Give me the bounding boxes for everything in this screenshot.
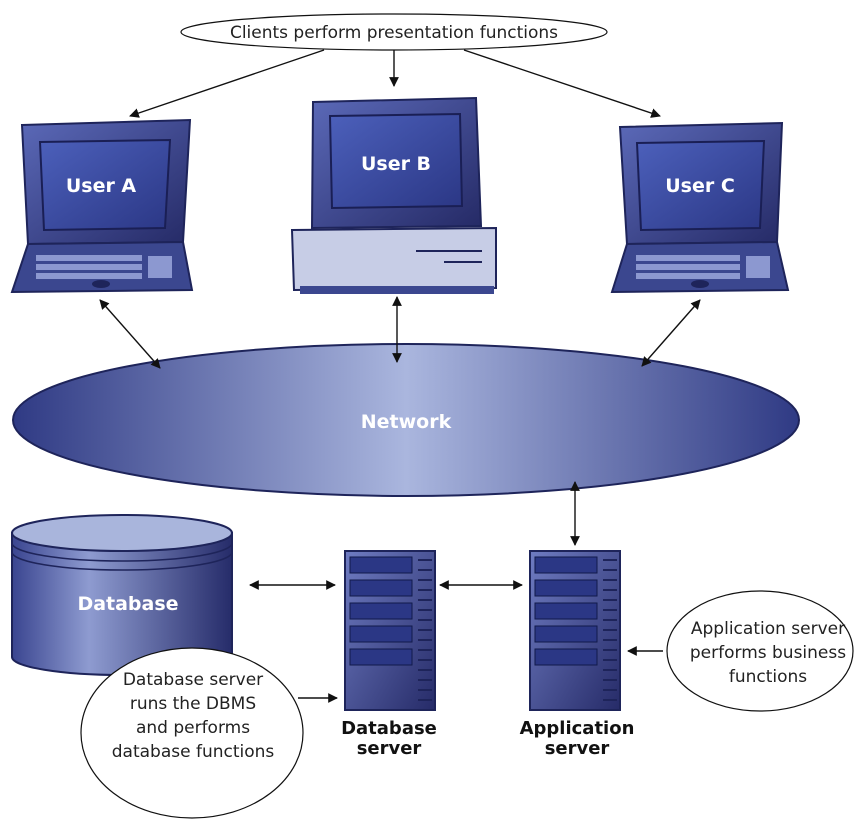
app-callout-line1: Application server	[691, 619, 845, 639]
laptop-user-a: User A	[10, 118, 194, 294]
callout-arrows	[129, 49, 661, 118]
user-b-label: User B	[361, 153, 431, 175]
network-cloud: Network	[12, 343, 800, 497]
db-callout-line3: and performs	[136, 718, 250, 738]
network-label: Network	[361, 411, 452, 433]
app-callout-line3: functions	[729, 667, 807, 687]
presentation-callout: Clients perform presentation functions	[180, 13, 608, 51]
db-callout-line4: database functions	[112, 742, 275, 762]
database-server-callout: Database server runs the DBMS and perfor…	[80, 647, 304, 819]
desktop-user-b: User B	[290, 96, 497, 294]
user-c-label: User C	[665, 175, 735, 197]
database-server-label-line2: server	[357, 738, 422, 759]
application-server-tower	[529, 550, 621, 711]
database-cylinder: Database	[11, 514, 233, 676]
laptop-user-c: User C	[610, 121, 790, 294]
presentation-callout-text: Clients perform presentation functions	[230, 23, 558, 43]
client-network-arrows	[99, 296, 701, 369]
user-a-label: User A	[66, 175, 137, 197]
application-server-label-line2: server	[545, 738, 610, 759]
db-callout-line2: runs the DBMS	[130, 694, 256, 714]
database-server-label-line1: Database	[341, 718, 437, 739]
application-server-callout: Application server performs business fun…	[666, 590, 854, 712]
database-label: Database	[77, 593, 178, 615]
database-server-tower	[344, 550, 436, 711]
app-callout-line2: performs business	[690, 643, 846, 663]
db-callout-line1: Database server	[123, 670, 263, 690]
server-arrows	[249, 481, 663, 703]
application-server-label-line1: Application	[520, 718, 635, 739]
